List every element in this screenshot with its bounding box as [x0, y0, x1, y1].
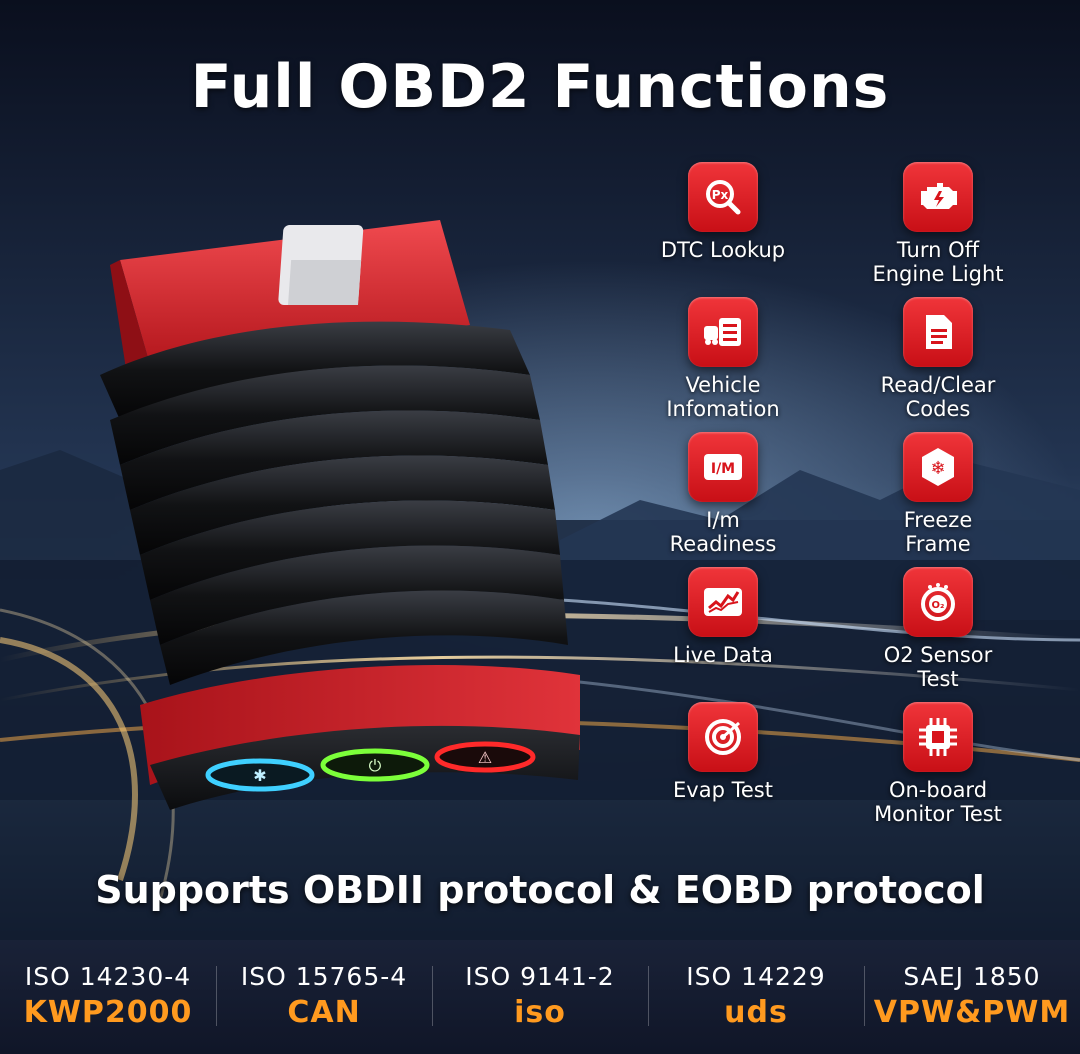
protocol-item: ISO 9141-2 iso	[432, 940, 648, 1054]
feature-evap-test: Evap Test	[623, 702, 823, 802]
feature-label: Vehicle Infomation	[666, 373, 780, 421]
feature-label: I/m Readiness	[669, 508, 777, 556]
protocol-standard: ISO 9141-2	[465, 962, 615, 991]
protocol-standard: ISO 14230-4	[24, 962, 192, 991]
svg-text:Px: Px	[712, 188, 729, 202]
feature-live-data: Live Data	[623, 567, 823, 667]
protocol-name: KWP2000	[23, 995, 193, 1030]
ribbed-grip	[100, 321, 568, 685]
engine-icon	[903, 162, 973, 232]
protocol-name: CAN	[287, 995, 361, 1030]
protocol-name: VPW&PWM	[873, 995, 1071, 1030]
feature-label: DTC Lookup	[660, 238, 786, 262]
feature-turn-off-engine-light: Turn Off Engine Light	[838, 162, 1038, 286]
protocol-item: ISO 15765-4 CAN	[216, 940, 432, 1054]
document-icon	[903, 297, 973, 367]
magnifier-px-icon: Px	[688, 162, 758, 232]
feature-read-clear-codes: Read/Clear Codes	[838, 297, 1038, 421]
feature-label: Freeze Frame	[903, 508, 973, 556]
chip-icon	[903, 702, 973, 772]
o2-sensor-icon: O₂	[903, 567, 973, 637]
feature-dtc-lookup: Px DTC Lookup	[623, 162, 823, 262]
svg-text:✱: ✱	[253, 766, 266, 785]
power-button-red	[434, 741, 536, 773]
protocol-item: ISO 14230-4 KWP2000	[0, 940, 216, 1054]
svg-text:I/M: I/M	[711, 461, 735, 477]
svg-text:⚠: ⚠	[478, 748, 492, 767]
feature-freeze-frame: ❄ Freeze Frame	[838, 432, 1038, 556]
feature-im-readiness: I/M I/m Readiness	[623, 432, 823, 556]
feature-on-board-monitor-test: On-board Monitor Test	[838, 702, 1038, 826]
graph-icon	[688, 567, 758, 637]
feature-label: Read/Clear Codes	[880, 373, 996, 421]
power-button-blue	[205, 758, 315, 792]
protocol-standard: ISO 15765-4	[240, 962, 408, 991]
protocol-name: uds	[724, 995, 788, 1030]
feature-label: On-board Monitor Test	[874, 778, 1002, 826]
protocol-standard: SAEJ 1850	[903, 962, 1041, 991]
feature-label: Evap Test	[673, 778, 773, 802]
protocol-bar: ISO 14230-4 KWP2000 ISO 15765-4 CAN ISO …	[0, 940, 1080, 1054]
protocol-item: SAEJ 1850 VPW&PWM	[864, 940, 1080, 1054]
svg-text:⏻: ⏻	[369, 756, 382, 775]
page-title: Full OBD2 Functions	[190, 52, 890, 122]
feature-label: O2 Sensor Test	[883, 643, 993, 691]
im-icon: I/M	[688, 432, 758, 502]
feature-vehicle-information: Vehicle Infomation	[623, 297, 823, 421]
feature-label: Turn Off Engine Light	[872, 238, 1004, 286]
svg-text:O₂: O₂	[932, 600, 945, 611]
protocol-standard: ISO 14229	[686, 962, 826, 991]
obd2-scanner-device: ✱ ⏻ ⚠	[100, 220, 580, 810]
snowflake-icon: ❄	[903, 432, 973, 502]
power-button-green	[320, 748, 430, 782]
protocol-name: iso	[514, 995, 566, 1030]
car-info-icon	[688, 297, 758, 367]
protocol-item: ISO 14229 uds	[648, 940, 864, 1054]
protocol-subtitle: Supports OBDII protocol & EOBD protocol	[95, 868, 985, 912]
feature-o2-sensor-test: O₂ O2 Sensor Test	[838, 567, 1038, 691]
target-icon	[688, 702, 758, 772]
feature-grid: Px DTC Lookup Turn Off Engine Light Vehi…	[600, 160, 1080, 850]
feature-label: Live Data	[673, 643, 773, 667]
svg-text:❄: ❄	[930, 458, 945, 479]
